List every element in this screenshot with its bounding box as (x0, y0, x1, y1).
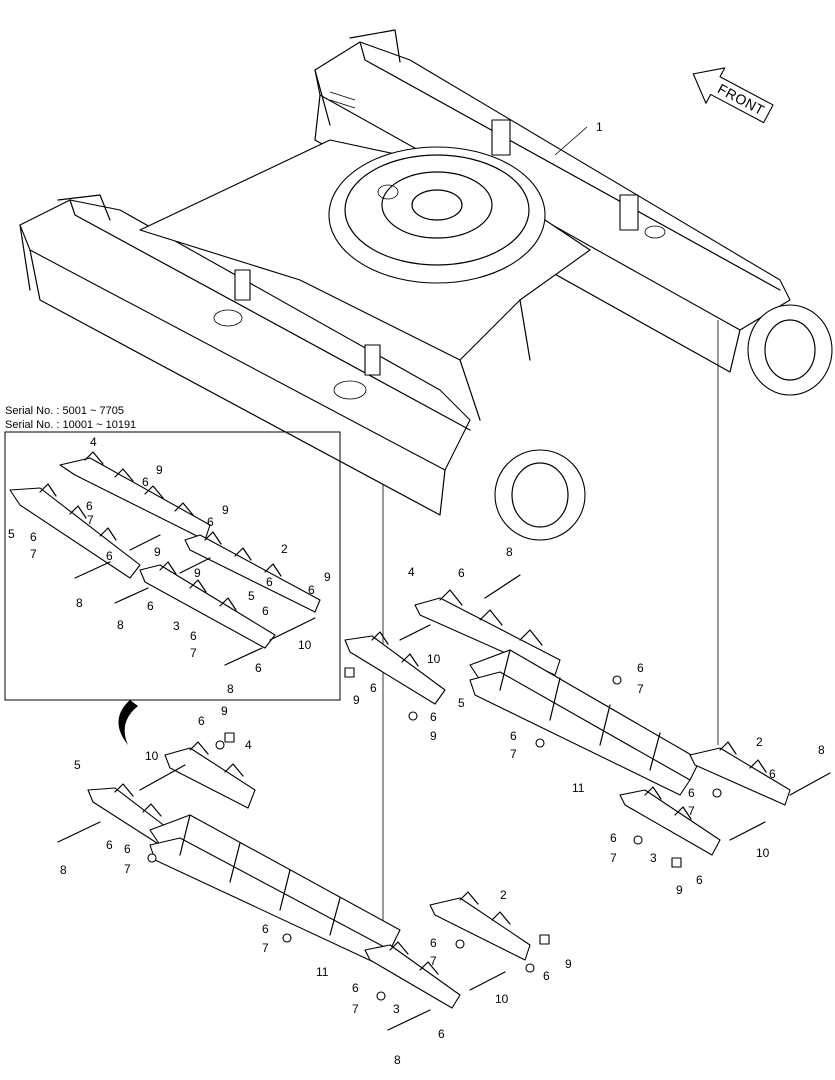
callout-7-l-d: 7 (352, 1002, 359, 1016)
callout-7-inset-c: 7 (190, 646, 197, 660)
callout-9-inset-b: 9 (222, 503, 229, 517)
callout-6-r-g: 6 (688, 786, 695, 800)
callout-9-r-c: 9 (676, 883, 683, 897)
inset-callouts: 4 9 6 6 7 5 6 7 9 6 2 9 6 9 8 6 6 9 6 5 … (8, 435, 331, 696)
callout-6-l-g: 6 (352, 981, 359, 995)
callout-6-l-a: 6 (198, 714, 205, 728)
callout-8-r-b: 8 (818, 743, 825, 757)
callout-6-inset-f: 6 (147, 599, 154, 613)
callout-3-r: 3 (650, 851, 657, 865)
callout-6-l-b: 6 (106, 838, 113, 852)
callout-2-r: 2 (756, 735, 763, 749)
serial-line-2: Serial No. : 10001 ~ 10191 (5, 419, 136, 431)
callout-6-r-h: 6 (610, 831, 617, 845)
callout-10-r: 10 (427, 652, 441, 666)
callout-10-inset: 10 (298, 638, 312, 652)
callout-5-r: 5 (458, 696, 465, 710)
callout-6-inset-j: 6 (190, 629, 197, 643)
callout-8-r-a: 8 (506, 545, 513, 559)
callout-9-inset-c: 9 (154, 545, 161, 559)
callout-frame: 1 (596, 120, 603, 134)
callout-8-l-b: 8 (394, 1053, 401, 1067)
callout-5-inset-b: 5 (248, 589, 255, 603)
front-arrow: FRONT (692, 67, 774, 124)
callout-7-l-b: 7 (262, 941, 269, 955)
callout-11-l: 11 (316, 965, 329, 979)
callout-6-r-e: 6 (510, 729, 517, 743)
callout-7-l-a: 7 (124, 862, 131, 876)
callout-6-inset-d: 6 (207, 515, 214, 529)
callout-6-l-e: 6 (430, 936, 437, 950)
callout-9-r-b: 9 (430, 729, 437, 743)
callout-7-inset-b: 7 (30, 547, 37, 561)
callout-9-l-a: 9 (221, 704, 228, 718)
lower-track-frame (19, 29, 833, 541)
callout-7-r-d: 7 (610, 851, 617, 865)
callout-7-l-c: 7 (430, 954, 437, 968)
callout-6-inset-e: 6 (106, 549, 113, 563)
callout-6-l-h: 6 (438, 1027, 445, 1041)
callout-3-l: 3 (393, 1002, 400, 1016)
callout-6-r-f: 6 (769, 767, 776, 781)
callout-9-inset-e: 9 (324, 570, 331, 584)
callout-7-r-a: 7 (637, 682, 644, 696)
callout-7-r-b: 7 (510, 747, 517, 761)
alignment-lines (382, 126, 719, 950)
callout-8-inset-c: 8 (227, 682, 234, 696)
callout-6-r-c: 6 (637, 661, 644, 675)
serial-line-1: Serial No. : 5001 ~ 7705 (5, 405, 124, 417)
callout-2-l: 2 (500, 888, 507, 902)
callout-6-inset-k: 6 (255, 661, 262, 675)
callout-4-l: 4 (245, 738, 252, 752)
callout-11-r: 11 (572, 781, 585, 795)
callout-6-r-d: 6 (430, 710, 437, 724)
callout-4-inset: 4 (90, 435, 97, 449)
callout-6-l-f: 6 (543, 969, 550, 983)
callout-9-l-b: 9 (565, 957, 572, 971)
callout-8-inset-a: 8 (76, 596, 83, 610)
callout-9-r-a: 9 (353, 693, 360, 707)
callout-6-r-b: 6 (370, 681, 377, 695)
callout-5-l: 5 (74, 758, 81, 772)
callout-6-r-i: 6 (696, 873, 703, 887)
callout-6-l-d: 6 (262, 922, 269, 936)
callout-9-inset-d: 9 (194, 566, 201, 580)
callout-9-inset-a: 9 (156, 463, 163, 477)
callout-6-inset-c: 6 (30, 530, 37, 544)
callout-6-inset-h: 6 (308, 583, 315, 597)
callout-6-l-c: 6 (124, 842, 131, 856)
left-callouts: 6 9 4 10 5 6 6 7 8 6 7 11 2 6 7 9 6 6 7 … (60, 704, 572, 1067)
callout-4-r: 4 (408, 565, 415, 579)
callout-6-inset-g: 6 (266, 575, 273, 589)
callout-6-inset-a: 6 (142, 475, 149, 489)
callout-6-inset-i: 6 (262, 604, 269, 618)
right-guard-assembly (344, 574, 831, 868)
callout-10-r-b: 10 (756, 846, 770, 860)
callout-5-inset: 5 (8, 527, 15, 541)
callout-2-inset: 2 (281, 542, 288, 556)
callout-3-inset: 3 (173, 619, 180, 633)
inset-curve (118, 700, 138, 745)
inset-parts (9, 451, 321, 666)
callout-10-l-b: 10 (495, 992, 509, 1006)
callout-8-l-a: 8 (60, 863, 67, 877)
callout-6-r-a: 6 (458, 566, 465, 580)
callout-7-r-c: 7 (688, 804, 695, 818)
callout-6-inset-b: 6 (86, 499, 93, 513)
left-guard-assembly (57, 732, 550, 1031)
right-callouts: 8 4 6 10 9 6 5 6 7 6 9 6 7 2 8 11 6 6 7 … (353, 545, 825, 897)
callout-8-inset-b: 8 (117, 618, 124, 632)
callout-10-l: 10 (145, 749, 159, 763)
inset-box (4, 431, 341, 701)
callout-7-inset-a: 7 (87, 513, 94, 527)
